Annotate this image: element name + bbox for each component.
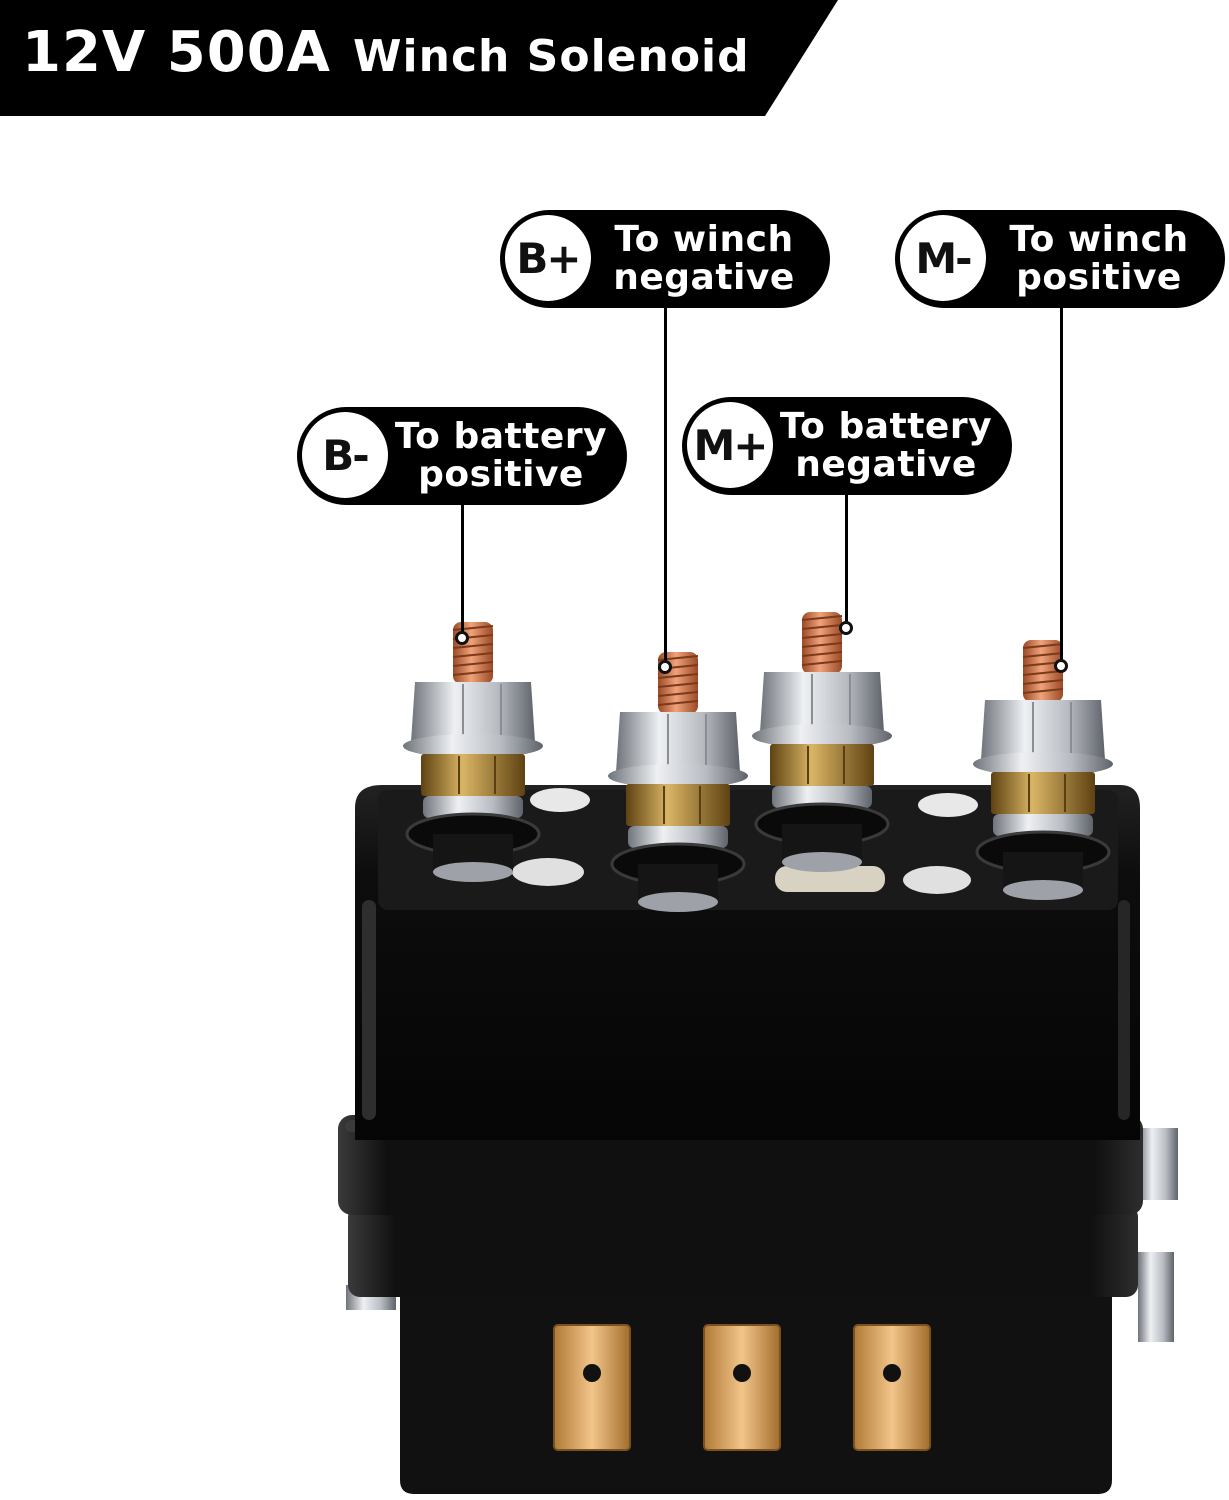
terminal-marker-b-plus bbox=[658, 660, 672, 674]
side-bracket-upper bbox=[1138, 1128, 1178, 1200]
terminal-marker-m-plus bbox=[839, 621, 853, 635]
banner-title-main: 12V 500A bbox=[22, 20, 331, 85]
callout-line-2: negative bbox=[613, 257, 795, 298]
base-rim bbox=[348, 1205, 1138, 1297]
top-hole bbox=[530, 788, 590, 812]
leader-line-b-plus bbox=[664, 308, 667, 667]
control-tab bbox=[553, 1324, 631, 1451]
callout-text: To winch negative bbox=[596, 218, 812, 300]
callout-line-2: positive bbox=[418, 454, 584, 495]
polarity-label bbox=[775, 866, 885, 892]
control-tab bbox=[853, 1324, 931, 1451]
control-tab bbox=[703, 1324, 781, 1451]
callout-line-1: To battery bbox=[779, 406, 993, 447]
callout-text: To battery negative bbox=[778, 405, 994, 487]
callout-text: To winch positive bbox=[991, 218, 1207, 300]
callout-line-2: negative bbox=[795, 444, 977, 485]
terminal-code-b-plus: B+ bbox=[505, 215, 591, 301]
leader-line-b-minus bbox=[461, 505, 464, 638]
terminal-post-b-minus bbox=[403, 622, 543, 882]
terminal-marker-m-minus bbox=[1054, 659, 1068, 673]
terminal-posts bbox=[403, 612, 1113, 912]
housing-left-shine bbox=[362, 900, 376, 1120]
banner-background bbox=[0, 0, 838, 116]
side-bracket-lower bbox=[1138, 1252, 1174, 1342]
callout-b-plus: B+ To winch negative bbox=[500, 210, 830, 308]
terminal-code-m-plus: M+ bbox=[687, 402, 773, 488]
callout-text: To battery positive bbox=[393, 415, 609, 497]
top-hole bbox=[903, 866, 971, 894]
terminal-code-m-minus: M- bbox=[900, 215, 986, 301]
housing-right-shine bbox=[1118, 900, 1130, 1120]
callout-m-plus: M+ To battery negative bbox=[682, 397, 1012, 495]
leader-line-m-plus bbox=[845, 495, 848, 628]
terminal-post-m-minus bbox=[973, 640, 1113, 900]
top-hole bbox=[512, 858, 584, 886]
banner-title-sub: Winch Solenoid bbox=[353, 31, 750, 82]
terminal-marker-b-minus bbox=[455, 631, 469, 645]
leader-line-m-minus bbox=[1060, 308, 1063, 666]
callout-line-2: positive bbox=[1016, 257, 1182, 298]
callout-line-1: To winch bbox=[1009, 219, 1189, 260]
terminal-post-b-plus bbox=[608, 652, 748, 912]
banner-title: 12V 500A Winch Solenoid bbox=[22, 20, 750, 100]
title-banner bbox=[0, 0, 838, 116]
top-hole bbox=[918, 793, 978, 817]
callout-line-1: To winch bbox=[614, 219, 794, 260]
terminal-code-b-minus: B- bbox=[302, 412, 388, 498]
callout-m-minus: M- To winch positive bbox=[895, 210, 1225, 308]
callout-line-1: To battery bbox=[394, 416, 608, 457]
terminal-post-m-plus bbox=[752, 612, 892, 872]
callout-b-minus: B- To battery positive bbox=[297, 407, 627, 505]
